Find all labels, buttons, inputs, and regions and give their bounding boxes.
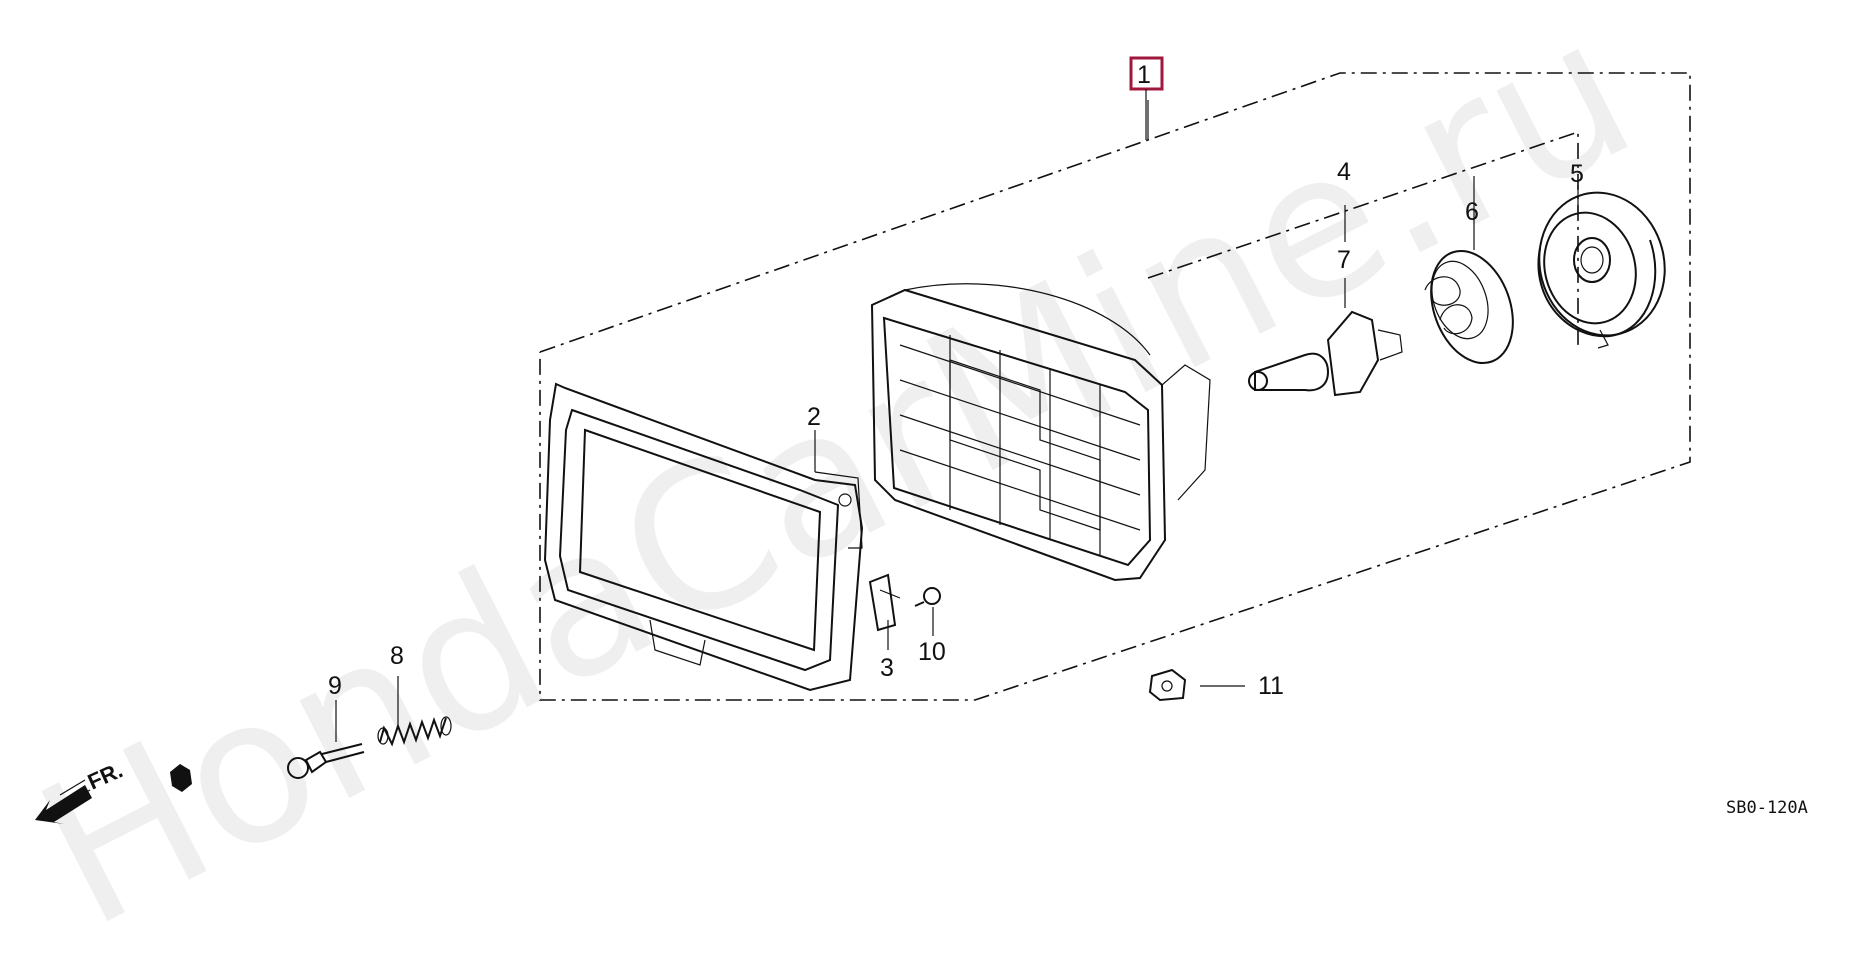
front-direction-arrow-icon (35, 779, 92, 824)
callout-7-number: 7 (1337, 246, 1351, 274)
bulb-part (1248, 310, 1403, 397)
callout-5-number: 5 (1570, 160, 1584, 188)
drawing-code: SB0-120A (1726, 798, 1808, 818)
callout-6-number: 6 (1465, 198, 1479, 226)
retainer-spring-part (1424, 249, 1514, 365)
callout-4-number: 4 (1337, 158, 1351, 186)
reference-mark-icon (170, 764, 192, 792)
clip-part (868, 573, 901, 632)
adjusting-spring-part (377, 716, 452, 747)
mounting-frame-part (543, 382, 864, 692)
callout-1-number: 1 (1137, 61, 1151, 89)
leader-lines (335, 100, 1579, 742)
assembly-outline (539, 72, 1691, 701)
screw-part (914, 587, 941, 607)
callout-9-number: 9 (328, 672, 342, 700)
watermark: HondaCarMine.ru (6, 0, 1666, 960)
callout-3-number: 3 (880, 654, 894, 682)
callout-1: 1 (1129, 56, 1164, 91)
dust-cover-part (1537, 191, 1666, 349)
adjusting-screw-part (287, 743, 365, 779)
callout-8-number: 8 (390, 642, 404, 670)
callout-10-number: 10 (918, 638, 946, 666)
callout-2-number: 2 (807, 403, 821, 431)
nut-part (1148, 668, 1187, 702)
headlight-unit (870, 283, 1211, 582)
callout-11-number: 11 (1258, 672, 1284, 700)
